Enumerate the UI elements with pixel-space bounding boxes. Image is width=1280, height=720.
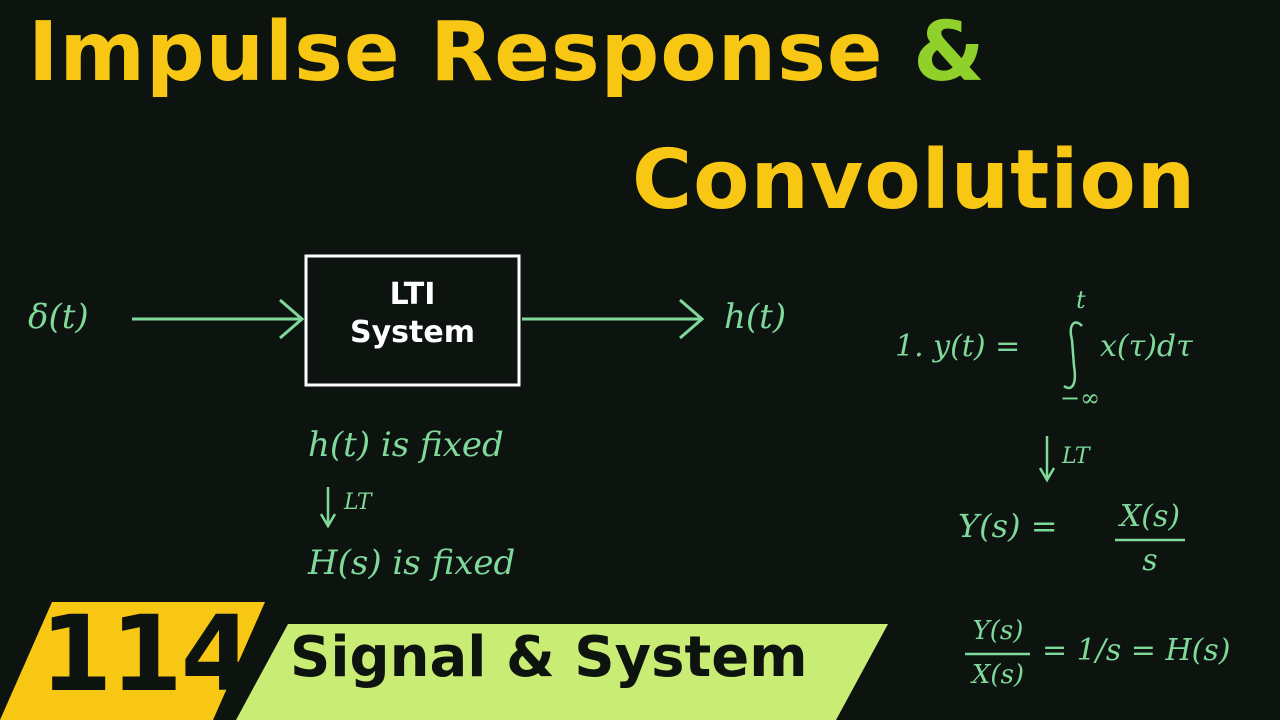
lti-box bbox=[304, 254, 521, 387]
eq3-numerator: Y(s) bbox=[972, 616, 1024, 646]
eq2-left: Y(s) = bbox=[958, 507, 1058, 545]
eq3-rest: = 1/s = H(s) bbox=[1042, 633, 1231, 668]
title-ampersand: & bbox=[913, 5, 986, 100]
note-transfer-fixed: H(s) is fixed bbox=[308, 543, 516, 583]
lti-box-label: LTI System bbox=[306, 276, 519, 351]
eq3-denominator: X(s) bbox=[971, 660, 1025, 690]
eq-integral-prefix: 1. y(t) = bbox=[895, 329, 1021, 364]
note-lt-label-left: LT bbox=[344, 490, 372, 515]
note-impulse-fixed: h(t) is fixed bbox=[308, 425, 504, 465]
series-badge bbox=[236, 624, 888, 720]
eq-integrand: x(τ)dτ bbox=[1100, 329, 1193, 364]
eq2-numerator: X(s) bbox=[1119, 499, 1181, 534]
note-lt-label-right: LT bbox=[1062, 444, 1090, 469]
lt-arrow-left-head bbox=[319, 513, 337, 529]
input-signal-label: δ(t) bbox=[28, 297, 89, 337]
title-line-1: Impulse Response & bbox=[28, 12, 986, 94]
integral-sign bbox=[1063, 321, 1083, 390]
lt-arrow-right-head bbox=[1038, 467, 1056, 483]
eq2-denominator: s bbox=[1142, 543, 1158, 578]
eq-lower-limit: −∞ bbox=[1060, 384, 1101, 412]
title-line-2: Convolution bbox=[632, 133, 1197, 228]
lti-label-line-1: LTI bbox=[389, 277, 436, 312]
eq-upper-limit: t bbox=[1076, 286, 1086, 314]
episode-number: 114 bbox=[40, 593, 253, 715]
series-name: Signal & System bbox=[290, 625, 808, 690]
episode-badge bbox=[0, 602, 265, 720]
title-text-1: Impulse Response bbox=[28, 5, 884, 100]
input-arrow-head bbox=[279, 298, 305, 340]
lti-label-line-2: System bbox=[350, 314, 475, 350]
output-arrow-head bbox=[679, 298, 705, 340]
output-signal-label: h(t) bbox=[724, 297, 787, 337]
